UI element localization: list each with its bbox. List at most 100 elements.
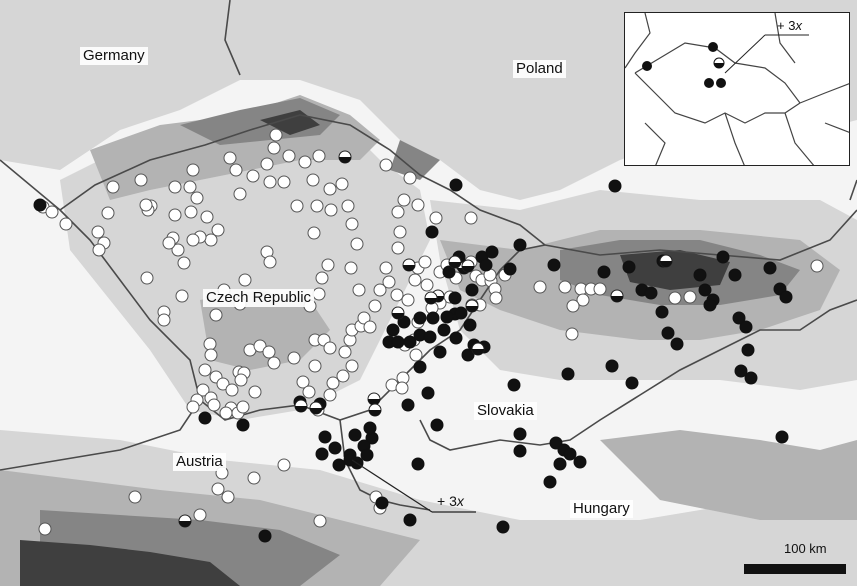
filled-marker — [597, 265, 611, 279]
filled-marker — [728, 268, 742, 282]
open-marker — [326, 376, 340, 390]
filled-marker — [236, 418, 250, 432]
filled-marker — [386, 323, 400, 337]
open-marker — [306, 173, 320, 187]
open-marker — [211, 223, 225, 237]
open-marker — [183, 180, 197, 194]
label-czech-republic: Czech Republic — [203, 289, 315, 307]
open-marker — [277, 458, 291, 472]
label-austria: Austria — [173, 453, 226, 471]
open-marker — [45, 205, 59, 219]
open-marker — [310, 199, 324, 213]
open-marker — [489, 291, 503, 305]
open-marker — [236, 400, 250, 414]
open-marker — [59, 217, 73, 231]
open-marker — [140, 271, 154, 285]
filled-marker — [513, 427, 527, 441]
half-marker — [178, 514, 192, 528]
open-marker — [418, 255, 432, 269]
half-marker — [309, 401, 323, 415]
open-marker — [162, 236, 176, 250]
filled-marker — [503, 262, 517, 276]
open-marker — [128, 490, 142, 504]
open-marker — [157, 313, 171, 327]
slovakia-south-border — [419, 299, 857, 451]
half-marker — [471, 342, 485, 356]
filled-marker — [397, 315, 411, 329]
open-marker — [91, 225, 105, 239]
open-marker — [247, 471, 261, 485]
open-marker — [533, 280, 547, 294]
label-hungary: Hungary — [570, 500, 633, 518]
filled-marker — [547, 258, 561, 272]
filled-marker — [670, 337, 684, 351]
open-marker — [373, 283, 387, 297]
open-marker — [324, 203, 338, 217]
filled-marker — [258, 529, 272, 543]
filled-marker — [433, 345, 447, 359]
open-marker — [223, 151, 237, 165]
open-marker — [186, 400, 200, 414]
open-marker — [344, 261, 358, 275]
open-marker — [302, 385, 316, 399]
open-marker — [267, 141, 281, 155]
filled-marker — [401, 398, 415, 412]
filled-marker — [454, 306, 468, 320]
filled-marker — [561, 367, 575, 381]
germany-czech-border — [0, 159, 61, 211]
label-germany: Germany — [80, 47, 148, 65]
filled-marker — [425, 225, 439, 239]
austria-germany-border — [0, 399, 201, 471]
filled-marker — [440, 310, 454, 324]
filled-marker — [744, 371, 758, 385]
filled-marker — [698, 283, 712, 297]
filled-marker — [763, 261, 777, 275]
open-marker — [219, 406, 233, 420]
filled-marker — [775, 430, 789, 444]
open-marker — [248, 385, 262, 399]
filled-marker — [332, 458, 346, 472]
label-slovakia: Slovakia — [474, 402, 537, 420]
open-marker — [397, 193, 411, 207]
filled-marker — [411, 457, 425, 471]
open-marker — [211, 482, 225, 496]
open-marker — [395, 381, 409, 395]
open-marker — [38, 522, 52, 536]
open-marker — [207, 398, 221, 412]
open-marker — [229, 163, 243, 177]
filled-marker — [741, 343, 755, 357]
open-marker — [92, 243, 106, 257]
open-marker — [336, 369, 350, 383]
cluster-annotation-inset-x: x — [795, 18, 802, 33]
open-marker — [216, 377, 230, 391]
filled-marker — [328, 441, 342, 455]
open-marker — [391, 205, 405, 219]
filled-marker-group — [33, 178, 793, 543]
open-marker — [401, 293, 415, 307]
open-marker — [193, 508, 207, 522]
label-poland: Poland — [513, 60, 566, 78]
open-marker — [420, 278, 434, 292]
filled-marker — [198, 411, 212, 425]
open-marker — [345, 217, 359, 231]
open-marker — [186, 163, 200, 177]
open-marker — [409, 348, 423, 362]
half-marker-group — [178, 150, 673, 528]
filled-marker — [413, 360, 427, 374]
scale-bar-graphic — [744, 564, 846, 574]
filled-marker — [661, 326, 675, 340]
open-marker — [379, 158, 393, 172]
filled-marker — [413, 311, 427, 325]
open-marker — [168, 180, 182, 194]
open-marker — [308, 359, 322, 373]
filled-marker — [360, 448, 374, 462]
open-marker — [323, 388, 337, 402]
filled-marker — [513, 444, 527, 458]
filled-marker — [716, 250, 730, 264]
filled-marker — [430, 418, 444, 432]
open-marker — [298, 155, 312, 169]
open-marker — [277, 175, 291, 189]
filled-marker — [779, 290, 793, 304]
open-marker — [323, 341, 337, 355]
open-marker — [196, 383, 210, 397]
